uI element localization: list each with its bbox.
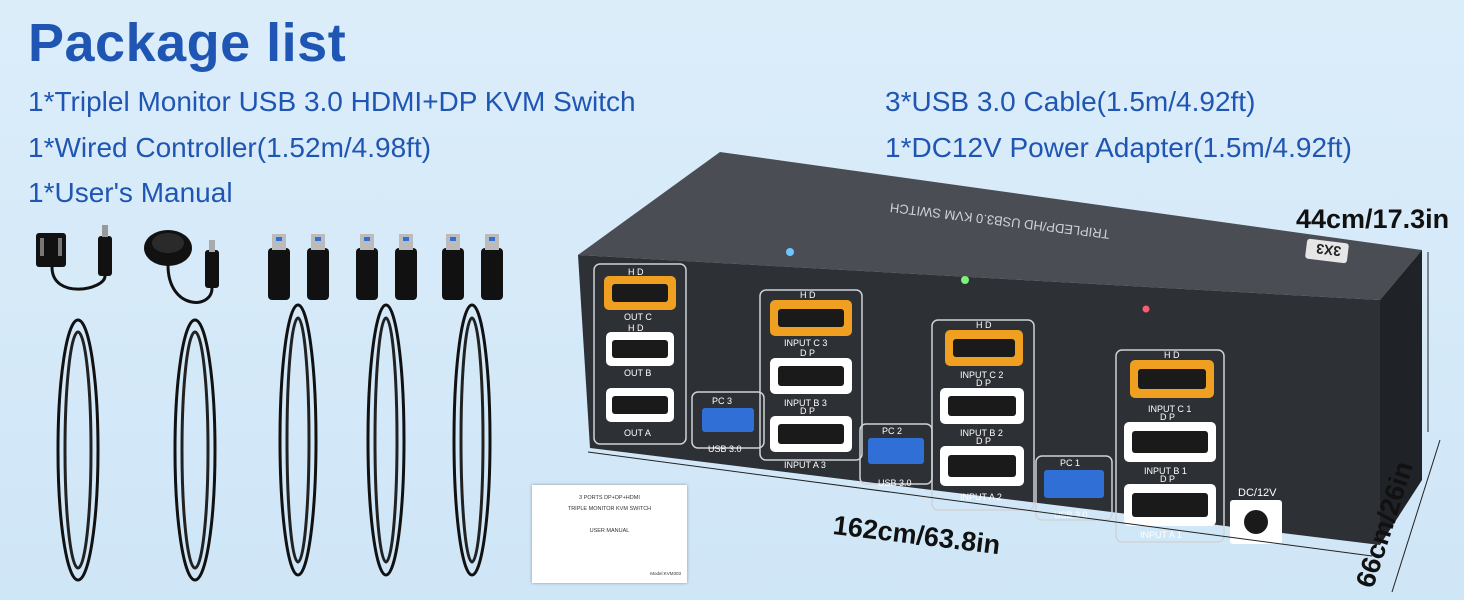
kvm-switch-device: TRIPLEDP/HD USB3.0 KVM SWITCH 3X3 [578, 152, 1422, 545]
manual-line-3: USER MANUAL [589, 528, 630, 534]
manual-line-1: 3 PORTS DP+DP+HDMI [579, 495, 640, 501]
input-b3-label: INPUT B 3 [784, 398, 827, 408]
led-green-icon [961, 276, 969, 284]
depth-dimension: 44cm/17.3in [1296, 204, 1450, 234]
out-a-label: OUT A [624, 428, 651, 438]
out-c-label: OUT C [624, 312, 652, 322]
hd-label: H D [1164, 350, 1180, 360]
item-power-adapter: 1*DC12V Power Adapter(1.5m/4.92ft) [885, 132, 1352, 163]
input-c1-label: INPUT C 1 [1148, 404, 1191, 414]
manual-line-2: TRIPLE MONITOR KVM SWITCH [567, 506, 652, 512]
hd-label: H D [800, 290, 816, 300]
input-a1-label: INPUT A 1 [1140, 530, 1182, 540]
wired-controller-icon [144, 230, 219, 582]
dp-label: D P [800, 406, 815, 416]
usb-label: USB 3.0 [1054, 510, 1088, 520]
input-c2-label: INPUT C 2 [960, 370, 1003, 380]
input-b1-label: INPUT B 1 [1144, 466, 1187, 476]
page-title: Package list [28, 13, 347, 73]
pc2-label: PC 2 [882, 426, 902, 436]
power-adapter-icon [36, 225, 112, 582]
input-c3-label: INPUT C 3 [784, 338, 827, 348]
led-red-icon [1142, 305, 1150, 313]
out-b-label: OUT B [624, 368, 651, 378]
pc1-label: PC 1 [1060, 458, 1080, 468]
input-b2-label: INPUT B 2 [960, 428, 1003, 438]
pc3-label: PC 3 [712, 396, 732, 406]
item-usb-cable: 3*USB 3.0 Cable(1.5m/4.92ft) [885, 86, 1256, 117]
usb-cable-icon [268, 234, 503, 577]
dp-label: D P [1160, 474, 1175, 484]
dp-label: D P [976, 436, 991, 446]
dp-label: D P [800, 348, 815, 358]
hd-label: H D [628, 323, 644, 333]
hd-label: H D [628, 267, 644, 277]
item-kvm-switch: 1*Triplel Monitor USB 3.0 HDMI+DP KVM Sw… [28, 86, 636, 117]
input-a3-label: INPUT A 3 [784, 460, 826, 470]
power-label: DC/12V [1238, 487, 1277, 499]
item-wired-controller: 1*Wired Controller(1.52m/4.98ft) [28, 132, 432, 163]
hd-label: H D [976, 320, 992, 330]
manual-model: Model:KVM303 [650, 571, 681, 576]
usb-label: USB 3.0 [708, 444, 742, 454]
dp-label: D P [1160, 412, 1175, 422]
dimension-lines [587, 252, 1441, 593]
user-manual-card: 3 PORTS DP+DP+HDMI TRIPLE MONITOR KVM SW… [532, 485, 687, 583]
usb-label: USB 3.0 [878, 478, 912, 488]
item-user-manual: 1*User's Manual [28, 177, 233, 208]
device-badge: 3X3 [1315, 241, 1342, 260]
input-a2-label: INPUT A 2 [960, 492, 1002, 502]
dp-label: D P [976, 378, 991, 388]
led-blue-icon [786, 248, 794, 256]
